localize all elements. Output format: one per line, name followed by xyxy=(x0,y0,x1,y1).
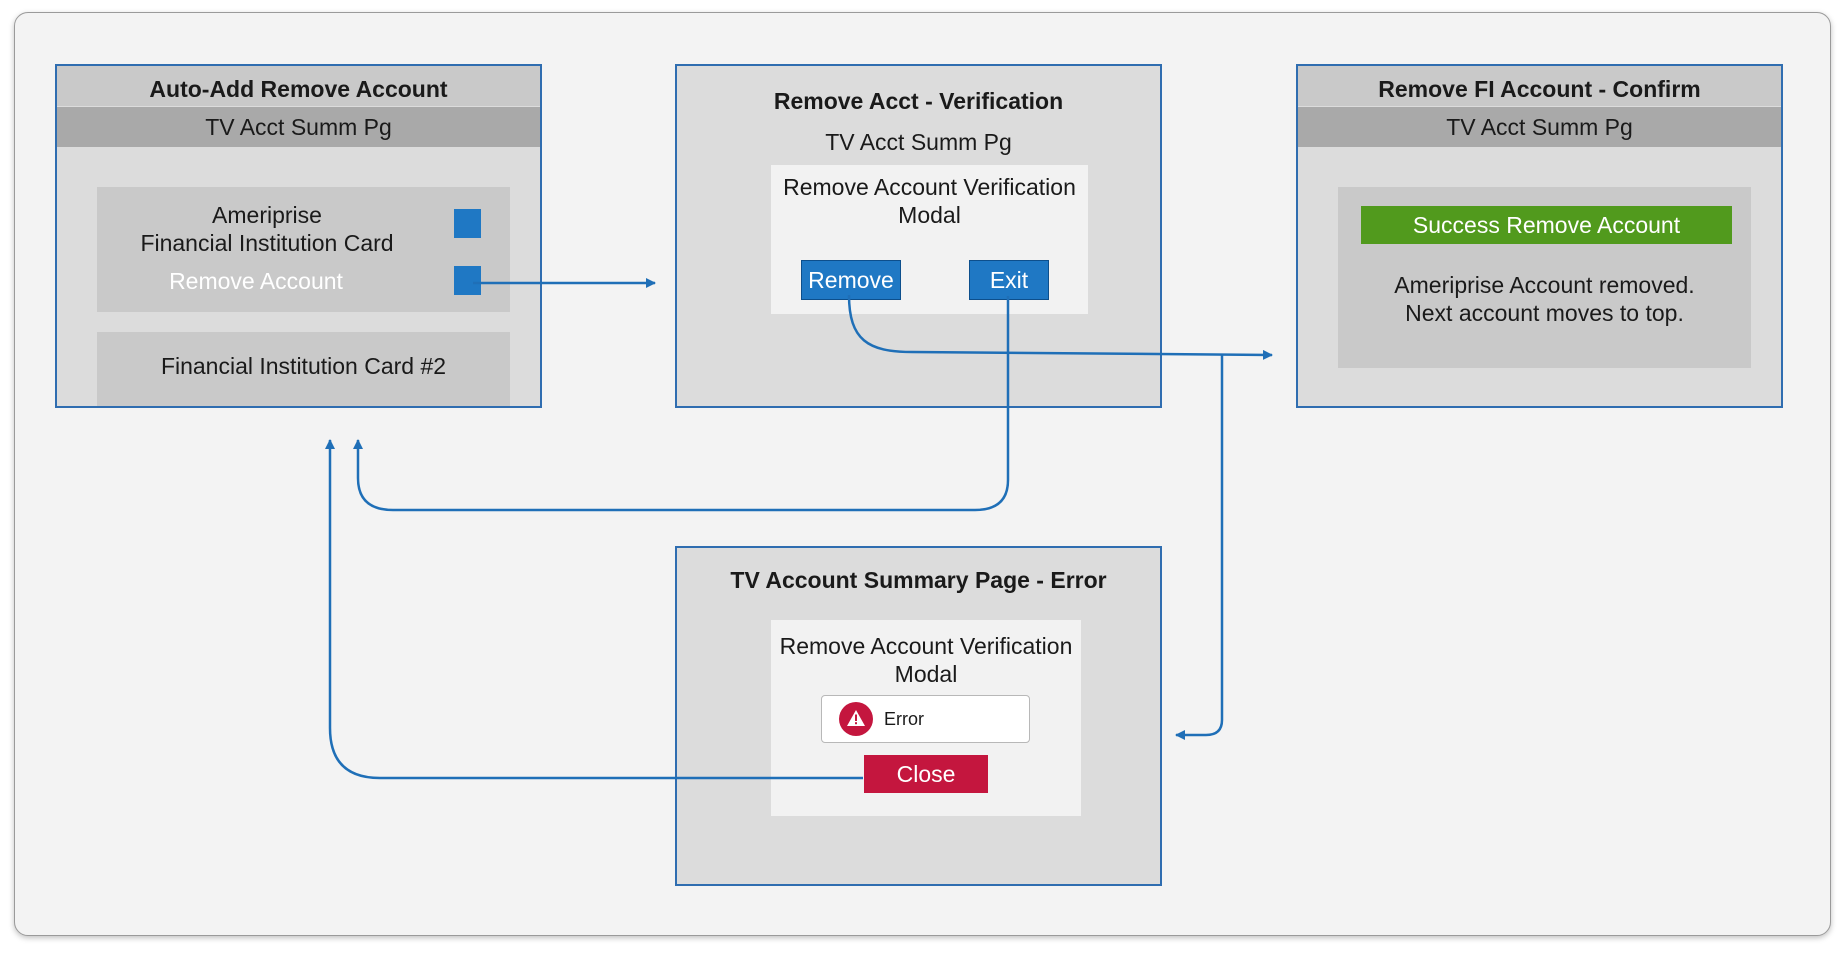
screen-remove-acct-verification: Remove Acct - Verification TV Acct Summ … xyxy=(675,64,1162,408)
confirmation-message: Ameriprise Account removed. xyxy=(1394,272,1695,298)
exit-button[interactable]: Exit xyxy=(969,260,1049,300)
screen-auto-add-remove-account: Auto-Add Remove Account TV Acct Summ Pg … xyxy=(55,64,542,408)
arrow-confirm-to-error xyxy=(1175,354,1224,740)
screen-title: Auto-Add Remove Account xyxy=(149,76,448,102)
arrow-exit-to-start xyxy=(353,296,1010,512)
arrow-close-to-start xyxy=(325,439,863,780)
account-card-2[interactable]: Financial Institution Card #2 xyxy=(97,332,510,406)
remove-button[interactable]: Remove xyxy=(801,260,901,300)
screen-subtitle: TV Acct Summ Pg xyxy=(1298,107,1781,147)
warning-icon xyxy=(839,702,873,736)
screen-account-summary-error: TV Account Summary Page - Error Remove A… xyxy=(675,546,1162,886)
select-square[interactable] xyxy=(454,209,481,238)
verification-modal: Remove Account Verification Modal Remove… xyxy=(771,165,1088,314)
confirmation-panel: Success Remove Account Ameriprise Accoun… xyxy=(1338,187,1751,368)
screen-title: Remove FI Account - Confirm xyxy=(1378,76,1701,102)
screen-remove-fi-account-confirm: Remove FI Account - Confirm TV Acct Summ… xyxy=(1296,64,1783,408)
modal-title: Remove Account Verification xyxy=(779,633,1073,659)
close-button[interactable]: Close xyxy=(864,755,988,793)
card-name: Ameriprise xyxy=(212,202,322,228)
account-card-ameriprise[interactable]: Ameriprise Financial Institution Card Re… xyxy=(97,187,510,312)
screen-subtitle: TV Acct Summ Pg xyxy=(825,129,1012,155)
modal-title: Remove Account Verification xyxy=(783,174,1076,200)
modal-title-line2: Modal xyxy=(898,202,961,228)
error-label: Error xyxy=(884,709,924,729)
error-message-box: Error xyxy=(821,695,1030,743)
screen-header xyxy=(1298,66,1781,106)
remove-account-link[interactable]: Remove Account xyxy=(169,268,343,294)
screen-title: Remove Acct - Verification xyxy=(773,88,1064,114)
remove-square[interactable] xyxy=(454,266,481,295)
screen-subtitle: TV Acct Summ Pg xyxy=(57,107,540,147)
card-name: Financial Institution Card #2 xyxy=(160,353,447,379)
success-banner: Success Remove Account xyxy=(1361,206,1732,244)
screen-title: TV Account Summary Page - Error xyxy=(730,567,1107,593)
error-modal: Remove Account Verification Modal Error … xyxy=(771,620,1081,816)
card-type: Financial Institution Card xyxy=(140,230,394,256)
modal-title-line2: Modal xyxy=(894,661,958,687)
arrow-remove-to-confirm xyxy=(847,294,1273,360)
confirmation-message-line2: Next account moves to top. xyxy=(1405,300,1684,326)
screen-header xyxy=(57,66,540,106)
